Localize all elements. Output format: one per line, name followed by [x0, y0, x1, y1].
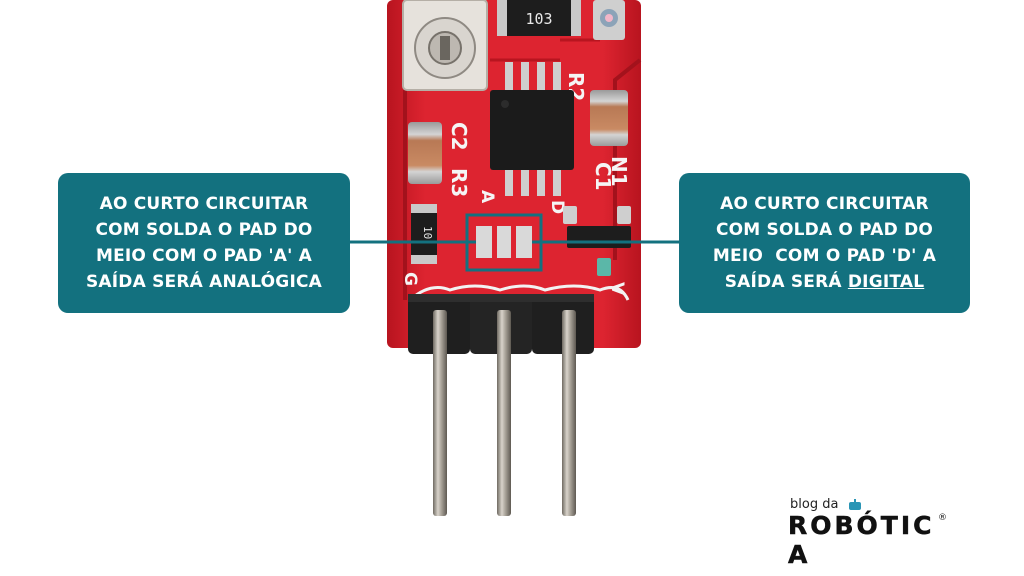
smd-resistor	[567, 226, 631, 248]
trimmer-potentiometer	[402, 0, 488, 91]
resistor-103: 103	[497, 0, 581, 36]
silk-c1: C1	[591, 162, 615, 191]
header-pins	[433, 310, 576, 516]
svg-text:103: 103	[525, 10, 552, 28]
silk-c2: C2	[447, 122, 471, 151]
silk-g: G	[400, 272, 420, 286]
capacitor-c2	[408, 122, 442, 184]
smd-component	[617, 206, 631, 224]
callout-line: COM SOLDA O PAD DO	[715, 220, 934, 240]
pcb-trace	[403, 58, 642, 300]
callout-line: MEIO COM O PAD 'D' A	[712, 246, 937, 266]
pcb-trace	[490, 38, 600, 62]
svg-text:10: 10	[421, 226, 434, 239]
callout-emphasis-digital: DIGITAL	[847, 272, 925, 292]
callout-line: COM SOLDA O PAD DO	[95, 220, 313, 240]
resistor-10: 10	[411, 204, 437, 264]
callout-analog-output: AO CURTO CIRCUITAR COM SOLDA O PAD DO ME…	[58, 173, 350, 313]
robot-icon	[849, 499, 861, 510]
logo-registered-mark: ®	[938, 513, 947, 523]
silk-n1: N1	[607, 156, 631, 187]
callout-line: SAÍDA SERÁ DIGITAL	[725, 269, 925, 295]
capacitor-c1	[590, 90, 628, 146]
silk-r3: R3	[447, 168, 471, 197]
logo-small-text: blog da	[790, 497, 839, 512]
callout-line: MEIO COM O PAD 'A' A	[95, 246, 313, 266]
callout-line: AO CURTO CIRCUITAR	[720, 194, 929, 214]
led-indicator	[593, 0, 625, 40]
pin-silkscreen	[408, 284, 630, 302]
silk-d: D	[547, 200, 567, 214]
logo-wordmark: ROBÓTIC A	[788, 511, 935, 570]
smd-led	[597, 258, 611, 276]
brand-logo: blog da ROBÓTIC A ®	[786, 497, 947, 569]
ic-chip	[490, 62, 574, 196]
callout-last-prefix: SAÍDA SERÁ	[724, 272, 848, 292]
smd-component	[563, 206, 577, 224]
callout-digital-output: AO CURTO CIRCUITAR COM SOLDA O PAD DO ME…	[679, 173, 970, 313]
callout-line: AO CURTO CIRCUITAR	[99, 194, 309, 214]
callout-line: SAÍDA SERÁ ANALÓGICA	[85, 272, 323, 292]
silk-a: A	[477, 190, 497, 204]
